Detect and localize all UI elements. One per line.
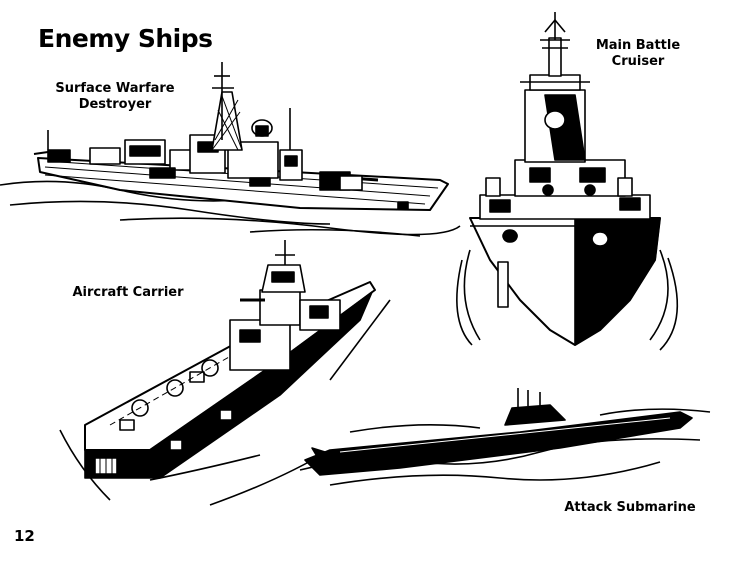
page-title: Enemy Ships — [38, 26, 213, 51]
cruiser-label: Main Battle Cruiser — [588, 38, 688, 70]
destroyer-label-line1: Surface Warfare — [40, 81, 190, 97]
submarine-illustration — [300, 388, 710, 485]
submarine-label: Attack Submarine — [550, 500, 710, 516]
cruiser-label-line2: Cruiser — [588, 54, 688, 70]
destroyer-label-line2: Destroyer — [40, 97, 190, 113]
cruiser-label-line1: Main Battle — [588, 38, 688, 54]
page-number: 12 — [14, 527, 35, 545]
destroyer-label: Surface Warfare Destroyer — [40, 81, 190, 113]
carrier-label: Aircraft Carrier — [58, 285, 198, 301]
